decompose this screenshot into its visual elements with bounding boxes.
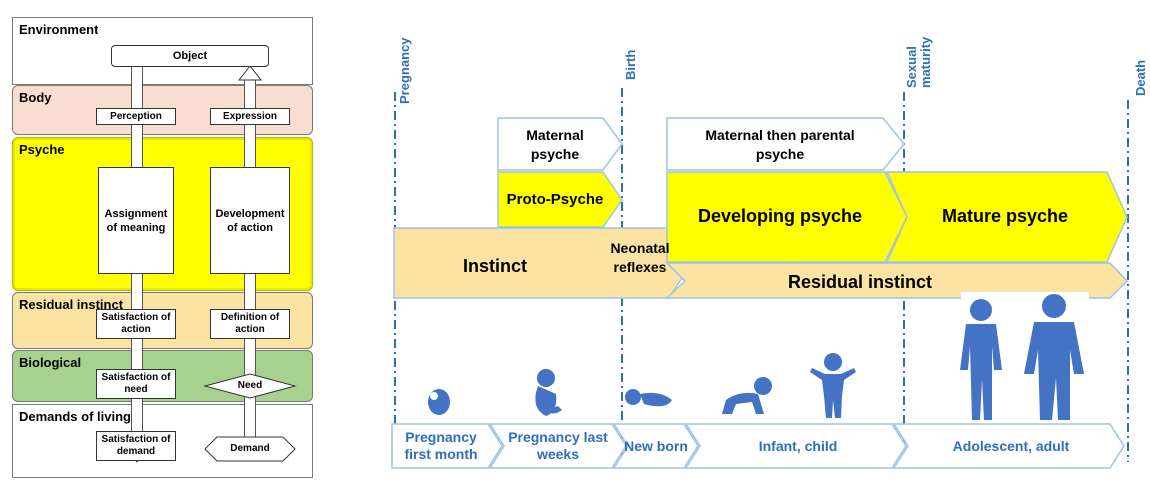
new-born-label: New born [624, 437, 688, 454]
satisfaction-of-demand-box: Satisfaction of demand [96, 431, 176, 461]
pregnancy-last-weeks-label: Pregnancy last weeks [508, 429, 608, 462]
life-stage-bar [391, 423, 1125, 469]
body-label: Body [19, 90, 52, 105]
developing-psyche-label: Developing psyche [697, 205, 863, 226]
death-milestone: Death [1133, 59, 1148, 96]
stage-pregnancy-first-month [391, 423, 503, 469]
need-diamond [203, 373, 297, 399]
birth-milestone: Birth [623, 49, 638, 80]
demands-of-living-label: Demands of living [19, 409, 131, 424]
child-icon [810, 353, 856, 418]
need-label: Need [237, 380, 263, 391]
mature-psyche-arrow [885, 171, 1128, 263]
neonatal-reflexes-label: Neonatal reflexes [610, 240, 670, 275]
residual-instinct-label: Residual instinct [787, 271, 933, 292]
proto-psyche-label: Proto-Psyche [506, 191, 604, 208]
definition-of-action-box: Definition of action [210, 309, 290, 339]
pregnancy-first-month-label: Pregnancy first month [404, 429, 478, 462]
psyche-arrows [393, 117, 1129, 299]
maternal-psyche-label: Maternal psyche [526, 127, 584, 162]
environment-label: Environment [19, 22, 99, 37]
satisfaction-of-need-box: Satisfaction of need [96, 369, 176, 399]
demand-hexagon [204, 436, 296, 462]
object-box: Object [111, 45, 269, 67]
pregnancy-milestone: Pregnancy [397, 37, 412, 104]
instinct-arrow [393, 227, 693, 299]
adolescent-icon [960, 292, 1025, 422]
proto-psyche-arrow [497, 171, 623, 228]
residual-instinct-arrow [665, 262, 1129, 299]
crawling-baby-icon [722, 377, 772, 414]
stage-pregnancy-last-weeks [488, 423, 627, 469]
instinct-label: Instinct [462, 255, 527, 276]
maternal-psyche-arrow [497, 117, 623, 171]
adolescent-adult-label: Adolescent, adult [952, 437, 1070, 454]
development-of-action-box: Development of action [210, 167, 290, 274]
life-stage-figures [428, 292, 1089, 422]
newborn-icon [625, 389, 672, 407]
embryo-icon [428, 389, 450, 415]
mature-psyche-label: Mature psyche [941, 205, 1069, 226]
stage-adolescent-adult [892, 423, 1125, 469]
assignment-of-meaning-box: Assignment of meaning [98, 167, 174, 274]
maternal-parental-psyche-arrow [666, 117, 905, 171]
psyche-label: Psyche [19, 142, 65, 157]
sexual-maturity-milestone: Sexual maturity [904, 36, 933, 88]
fetus-icon [535, 369, 562, 416]
stage-infant-child [684, 423, 907, 469]
maternal-parental-psyche-label: Maternal then parental psyche [705, 127, 855, 162]
satisfaction-of-action-box: Satisfaction of action [96, 309, 176, 339]
perception-box: Perception [96, 108, 176, 125]
residual-instinct-label: Residual instinct [19, 297, 124, 312]
expression-box: Expression [210, 108, 290, 125]
demand-label: Demand [230, 443, 270, 454]
developing-psyche-arrow [666, 171, 908, 263]
infant-child-label: Infant, child [758, 437, 838, 454]
up-arrowhead [237, 65, 263, 81]
biological-label: Biological [19, 355, 82, 370]
adult-icon [1024, 292, 1089, 422]
stage-new-born [612, 423, 699, 469]
